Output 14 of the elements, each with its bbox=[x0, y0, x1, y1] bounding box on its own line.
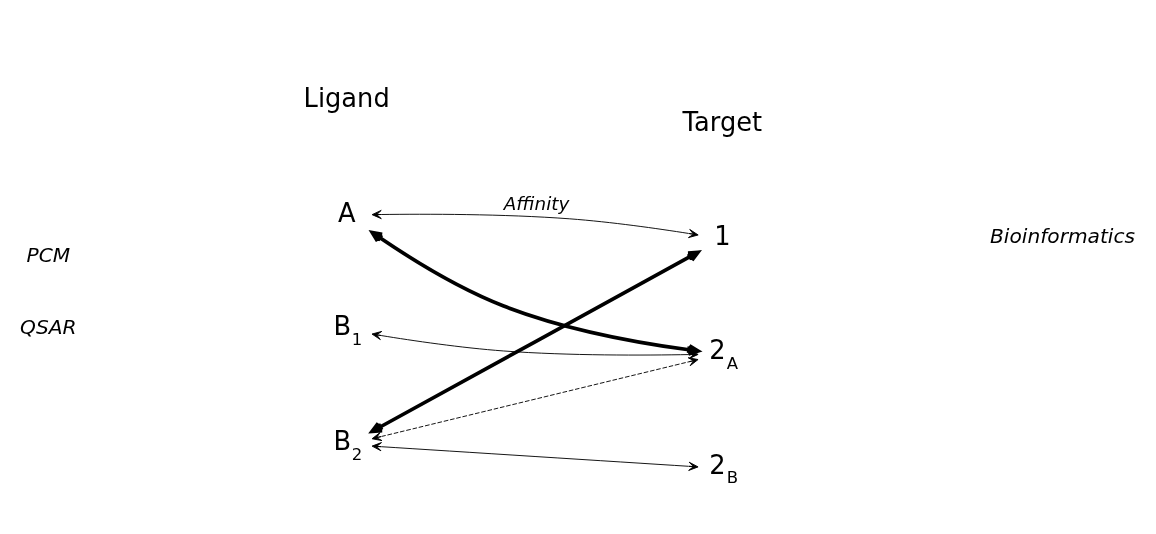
node-text: A bbox=[338, 196, 356, 227]
node-text: B$_{2}$ bbox=[333, 425, 363, 463]
arrow bbox=[371, 209, 699, 238]
edge-label: Affinity bbox=[503, 192, 570, 214]
node-text: 1 bbox=[714, 220, 731, 251]
label: Ligand bbox=[303, 82, 390, 113]
label: QSAR bbox=[20, 314, 77, 339]
node-text: 2$_{A}$ bbox=[709, 334, 738, 373]
node-text: B$_{1}$ bbox=[333, 310, 363, 349]
label: PCM bbox=[26, 242, 71, 267]
node-text: 2$_{B}$ bbox=[709, 449, 738, 487]
label: Target bbox=[682, 106, 763, 137]
arrow bbox=[371, 441, 699, 471]
label: Bioinformatics bbox=[990, 223, 1136, 248]
